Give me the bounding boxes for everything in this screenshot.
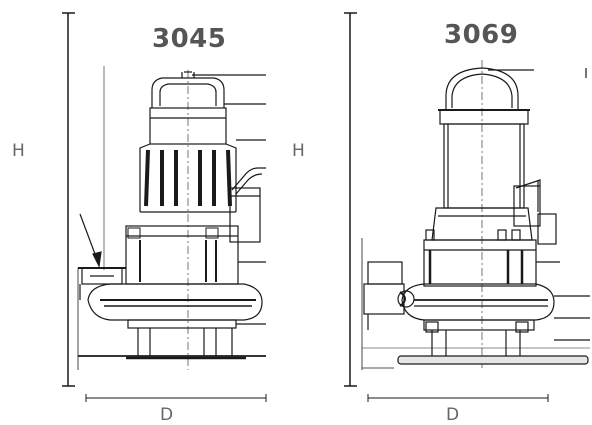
model-title-3069: 3069 (444, 20, 519, 50)
depth-dimension-3069 (367, 394, 549, 402)
depth-dimension-3045 (85, 394, 267, 402)
pump-drawing-3045 (77, 66, 266, 370)
pump-drawing-3069 (361, 60, 590, 370)
model-title-3045: 3045 (152, 24, 227, 54)
depth-label-3045: D (160, 405, 174, 425)
height-dimension-3069 (344, 12, 357, 387)
height-label-3069: H (292, 141, 305, 161)
depth-label-3069: D (446, 405, 460, 425)
height-dimension-3045 (62, 12, 75, 387)
height-label-3045: H (12, 141, 25, 161)
